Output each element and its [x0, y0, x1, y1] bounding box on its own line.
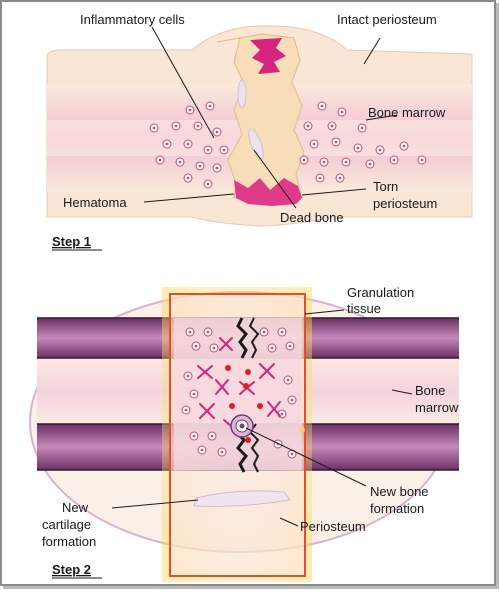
- dead-bone-fragment: [237, 79, 247, 109]
- new-bone-formation-osteon: [230, 414, 254, 438]
- label-intact-periosteum: Intact periosteum: [337, 12, 437, 27]
- step1-illustration: [46, 25, 473, 227]
- label-inflammatory-cells: Inflammatory cells: [80, 12, 185, 27]
- label-torn-periosteum-2: periosteum: [373, 196, 437, 211]
- dead-bone-fragment: [248, 128, 264, 160]
- label-new-cartilage-2: cartilage: [42, 517, 91, 532]
- label-bone-marrow-step1: Bone marrow: [368, 105, 446, 120]
- label-new-cartilage-3: formation: [42, 534, 96, 549]
- label-bone-marrow-step2-1: Bone: [415, 383, 445, 398]
- label-hematoma: Hematoma: [63, 195, 127, 210]
- bone-lesion-top: [250, 38, 286, 74]
- label-torn-periosteum-1: Torn: [373, 179, 398, 194]
- label-new-bone-2: formation: [370, 501, 424, 516]
- label-granulation-tissue-2: tissue: [347, 301, 381, 316]
- label-granulation-tissue-1: Granulation: [347, 285, 414, 300]
- step1-title: Step 1: [52, 234, 91, 249]
- label-bone-marrow-step2-2: marrow: [415, 400, 459, 415]
- label-new-cartilage-1: New: [62, 500, 89, 515]
- red-blood-cells: [225, 365, 305, 443]
- new-cartilage-shape: [193, 490, 291, 507]
- label-periosteum: Periosteum: [300, 519, 366, 534]
- hematoma-shape: [234, 178, 302, 206]
- label-new-bone-1: New bone: [370, 484, 429, 499]
- step2-title: Step 2: [52, 562, 91, 577]
- label-dead-bone: Dead bone: [280, 210, 344, 225]
